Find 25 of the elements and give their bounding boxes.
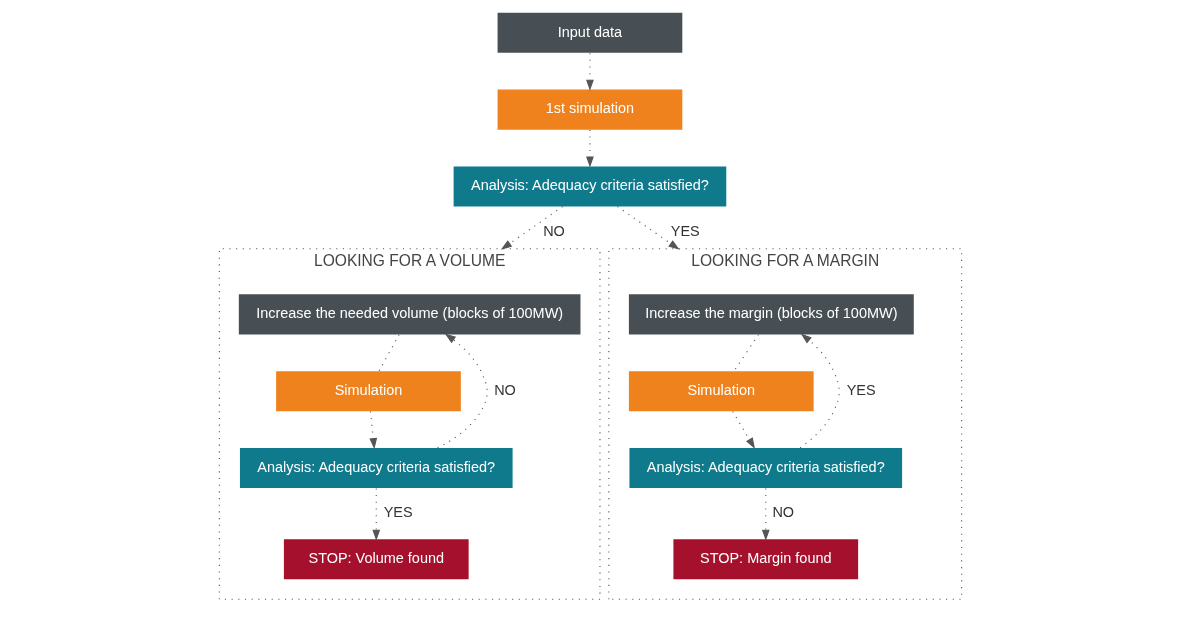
- edge-label: NO: [542, 222, 565, 239]
- node-box: Analysis: Adequacy criteria satisfied?: [453, 166, 726, 207]
- node-box: Simulation: [275, 371, 461, 412]
- node-box: STOP: Volume found: [283, 539, 469, 580]
- edge-label: YES: [670, 222, 700, 239]
- node-box: Input data: [497, 12, 682, 53]
- node-box: STOP: Margin found: [672, 539, 858, 580]
- arrow: [436, 333, 488, 449]
- node-box: Analysis: Adequacy criteria satisfied?: [628, 447, 902, 488]
- edge-label: YES: [383, 504, 413, 521]
- arrow: [585, 52, 594, 91]
- arrow: [368, 410, 377, 450]
- node-box: Analysis: Adequacy criteria satisfied?: [239, 447, 513, 488]
- edge-label: NO: [771, 504, 794, 521]
- edge-label: NO: [493, 381, 516, 398]
- connector: [733, 334, 759, 372]
- node-box: 1st simulation: [497, 89, 682, 130]
- node-box: Increase the needed volume (blocks of 100MW): [238, 294, 580, 335]
- arrow: [371, 487, 380, 541]
- edge-label: YES: [846, 381, 876, 398]
- arrow: [799, 333, 840, 449]
- arrow: [585, 129, 594, 168]
- arrow: [761, 487, 770, 541]
- node-box: Increase the margin (blocks of 100MW): [628, 294, 914, 335]
- node-box: Simulation: [628, 371, 814, 412]
